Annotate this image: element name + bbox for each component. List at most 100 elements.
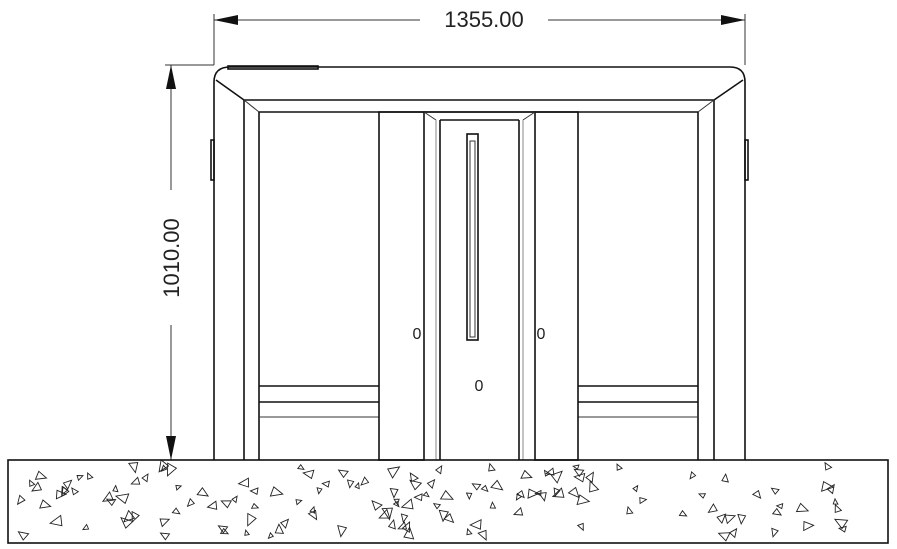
- hatch-mark: [387, 518, 396, 530]
- hatch-mark: [360, 476, 370, 486]
- hatch-mark: [269, 486, 284, 497]
- hatch-mark: [206, 500, 218, 510]
- left-leaf-label: 0: [413, 326, 422, 343]
- arrow-left: [214, 15, 238, 25]
- hatch-mark: [550, 470, 563, 484]
- hatch-mark: [267, 531, 275, 540]
- hatch-mark: [39, 499, 52, 509]
- hatch-mark: [520, 469, 533, 479]
- hatch-mark: [307, 509, 318, 521]
- hatch-mark: [274, 523, 285, 534]
- hatch-mark: [316, 487, 323, 495]
- hatch-mark: [737, 513, 747, 526]
- hatch-mark: [480, 484, 489, 493]
- hatch-mark: [553, 487, 561, 498]
- hatch-mark: [489, 501, 497, 509]
- hatch-mark: [438, 509, 450, 523]
- hatch-mark: [770, 487, 780, 495]
- hatch-mark: [716, 513, 727, 524]
- hatch-mark: [832, 497, 839, 505]
- hatch-mark: [400, 498, 414, 510]
- hatch-mark: [62, 479, 73, 490]
- hatch-mark: [17, 531, 30, 541]
- hatch-mark: [354, 481, 360, 490]
- left-door-leaf: [378, 111, 425, 461]
- hatch-mark: [112, 484, 119, 493]
- hatch-mark: [515, 492, 523, 501]
- hatch-mark: [826, 483, 835, 495]
- hatch-mark: [171, 507, 181, 515]
- hatch-mark: [31, 481, 43, 492]
- hatch-mark: [422, 491, 430, 498]
- hatch-mark: [120, 516, 134, 529]
- hatch-mark: [465, 492, 473, 501]
- hatch-mark: [527, 488, 540, 499]
- right-door-leaf: [534, 111, 579, 461]
- hatch-mark: [371, 499, 383, 511]
- hatch-mark: [296, 463, 305, 470]
- hatch-mark: [397, 521, 408, 530]
- hatch-mark: [389, 487, 399, 499]
- hatch-mark: [16, 494, 26, 506]
- center-door-label: 0: [475, 378, 484, 395]
- hatch-mark: [443, 513, 455, 524]
- hatch-mark: [573, 472, 586, 483]
- hatch-mark: [824, 461, 833, 471]
- hatch-mark: [392, 500, 400, 508]
- hatch-mark: [247, 512, 257, 527]
- hatch-mark: [477, 529, 487, 541]
- hinge-left: [210, 139, 215, 181]
- hatch-mark: [488, 462, 496, 472]
- hatch-mark: [237, 477, 249, 488]
- hatch-mark: [490, 479, 504, 491]
- hatch-mark: [707, 503, 718, 514]
- hatch-mark: [439, 489, 454, 500]
- hatch-mark: [724, 514, 737, 525]
- hatch-mark: [820, 480, 835, 492]
- hatch-mark: [834, 503, 843, 514]
- hatch-mark: [426, 478, 436, 489]
- hatch-mark: [678, 509, 688, 517]
- hatch-mark: [466, 527, 473, 536]
- hatch-mark: [337, 524, 348, 538]
- hatch-mark: [573, 468, 585, 478]
- hatch-mark: [279, 518, 290, 529]
- door-frame: [210, 65, 749, 460]
- hatch-mark: [589, 480, 600, 493]
- hatch-mark: [217, 525, 229, 534]
- hatch-mark: [400, 513, 409, 524]
- hatch-mark: [321, 480, 330, 488]
- hatch-mark: [381, 507, 393, 521]
- hatch-mark: [127, 461, 139, 474]
- hatch-mark: [572, 464, 580, 471]
- hatch-mark: [131, 510, 140, 523]
- hatch-mark: [576, 494, 591, 506]
- hatch-mark: [771, 507, 783, 516]
- arrow-up: [166, 65, 176, 89]
- hatch-mark: [409, 479, 423, 491]
- hatch-mark: [616, 463, 623, 471]
- hatch-mark: [29, 479, 36, 487]
- door-handle: [466, 133, 479, 341]
- hatch-mark: [105, 498, 117, 507]
- hatch-mark: [160, 464, 168, 472]
- hatch-mark: [244, 529, 251, 536]
- hatch-mark: [413, 493, 423, 502]
- hatch-mark: [432, 502, 442, 510]
- hatch-mark: [81, 523, 90, 531]
- hatch-mark: [159, 518, 171, 528]
- right-leaf-label: 0: [537, 326, 546, 343]
- hatch-mark: [141, 473, 149, 483]
- hatch-mark: [543, 469, 551, 477]
- hatch-mark: [346, 479, 355, 489]
- hatch-mark: [250, 502, 260, 509]
- hatch-mark: [219, 527, 230, 535]
- hatch-mark: [775, 503, 784, 510]
- hatch-mark: [175, 484, 183, 491]
- hatch-mark: [803, 520, 815, 532]
- hatch-mark: [689, 471, 697, 480]
- hatch-mark: [469, 518, 482, 530]
- hatch-mark: [403, 526, 415, 540]
- hatch-mark: [626, 505, 634, 515]
